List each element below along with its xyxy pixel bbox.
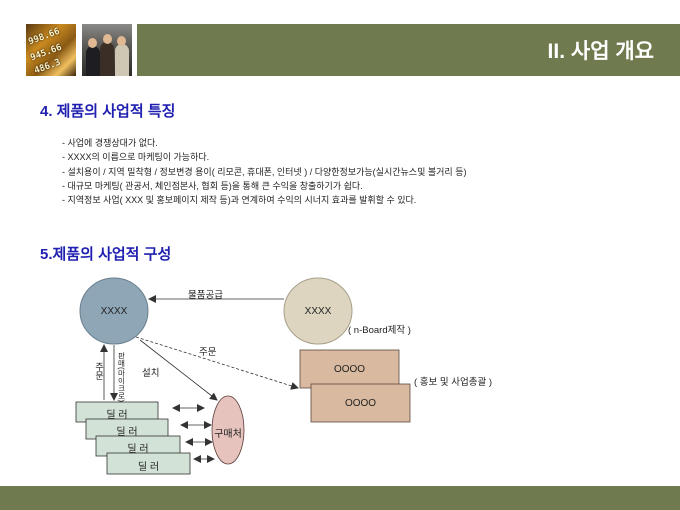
dealer-label: 딜 러	[106, 410, 128, 421]
feature-item: - XXXX의 이름으로 마케팅이 가능하다.	[62, 152, 210, 163]
feature-item: - 사업에 경쟁상대가 없다.	[62, 138, 158, 148]
page-title: II. 사업 개요	[547, 40, 654, 63]
feature-item: - 지역정보 사업( XXX 및 홍보페이지 제작 등)과 연계하여 수익의 시…	[62, 195, 417, 206]
stock-numbers-photo: 998.66 945.66 486.3	[26, 24, 76, 76]
supply-label: 물품공급	[188, 290, 223, 301]
node-right-note: ( n-Board제작 )	[348, 325, 411, 336]
dealer-box	[106, 452, 191, 475]
node-left	[79, 277, 149, 345]
footer-band	[0, 486, 680, 510]
dealer-label: 딜 러	[127, 444, 149, 455]
title-bar: II. 사업 개요	[137, 24, 680, 76]
feature-item: - 대규모 마케팅( 관공서, 체인점본사, 협회 등)을 통해 큰 수익을 창…	[62, 180, 363, 191]
buyer-label: 구매처	[214, 429, 242, 440]
dealer-label: 딜 러	[116, 427, 138, 438]
node-left-label: XXXX	[100, 306, 128, 317]
box-2-label: OOOO	[344, 398, 377, 409]
order-arrow	[135, 336, 299, 390]
box-note: ( 홍보 및 사업총괄 )	[414, 377, 493, 388]
buyer-node	[211, 395, 245, 465]
sales-vertical-label: 판매(마이크로)	[117, 352, 126, 402]
business-people-photo	[82, 24, 132, 76]
order-label: 주문	[199, 347, 217, 358]
box-1-label: OOOO	[333, 364, 366, 375]
feature-list: - 사업에 경쟁상대가 없다. - XXXX의 이름으로 마케팅이 가능하다. …	[62, 136, 466, 207]
box-2	[310, 383, 411, 423]
box-1	[299, 349, 400, 389]
header: 998.66 945.66 486.3 II. 사업 개요	[0, 0, 680, 82]
order-vertical-label: 주문	[94, 362, 104, 380]
feature-item: - 설치용이 / 지역 밀착형 / 정보변경 용이( 리모콘, 휴대폰, 인터넷…	[62, 166, 467, 177]
node-right	[283, 277, 353, 345]
section5-heading: 5.제품의 사업적 구성	[40, 246, 172, 263]
dealer-label: 딜 러	[137, 462, 160, 473]
node-right-label: XXXX	[304, 306, 332, 317]
install-arrow	[139, 339, 218, 401]
section4-heading: 4. 제품의 사업적 특징	[40, 103, 176, 120]
install-label: 설치	[142, 368, 160, 379]
